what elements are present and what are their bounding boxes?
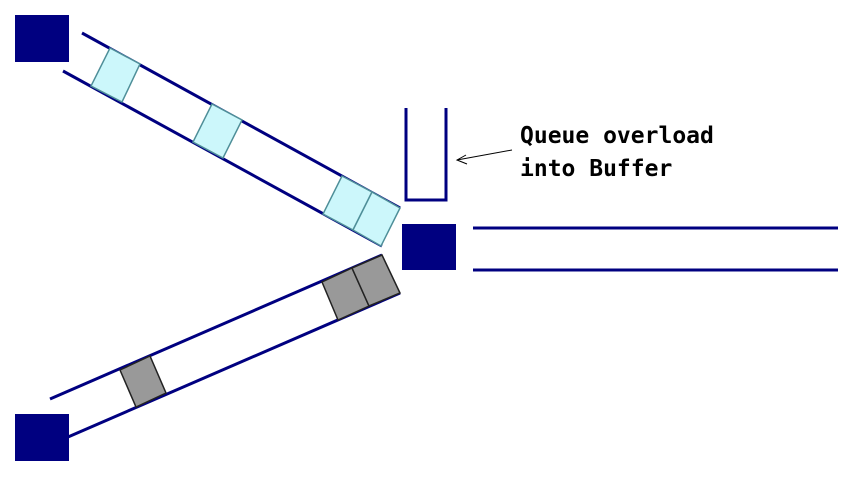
source-node-top <box>15 15 69 62</box>
bottom-packet-1 <box>119 354 167 409</box>
bottom-link-packets <box>119 254 402 409</box>
source-node-bottom <box>15 414 69 461</box>
arrow-head <box>455 154 468 165</box>
nodes <box>15 15 456 461</box>
router-node <box>402 224 456 270</box>
annotation-line-1: Queue overload <box>520 123 714 149</box>
arrow-shaft <box>456 149 513 161</box>
top-packet-4 <box>352 190 401 248</box>
annotation-arrow <box>455 149 513 165</box>
buffer-annotation: Queue overload into Buffer <box>520 120 714 186</box>
outgoing-link <box>473 226 838 272</box>
buffer <box>404 108 448 202</box>
top-packet-2 <box>192 102 243 160</box>
top-packet-1 <box>89 46 141 104</box>
bottom-packet-3 <box>351 254 402 307</box>
annotation-line-2: into Buffer <box>520 156 673 182</box>
top-link-packets <box>89 46 401 248</box>
